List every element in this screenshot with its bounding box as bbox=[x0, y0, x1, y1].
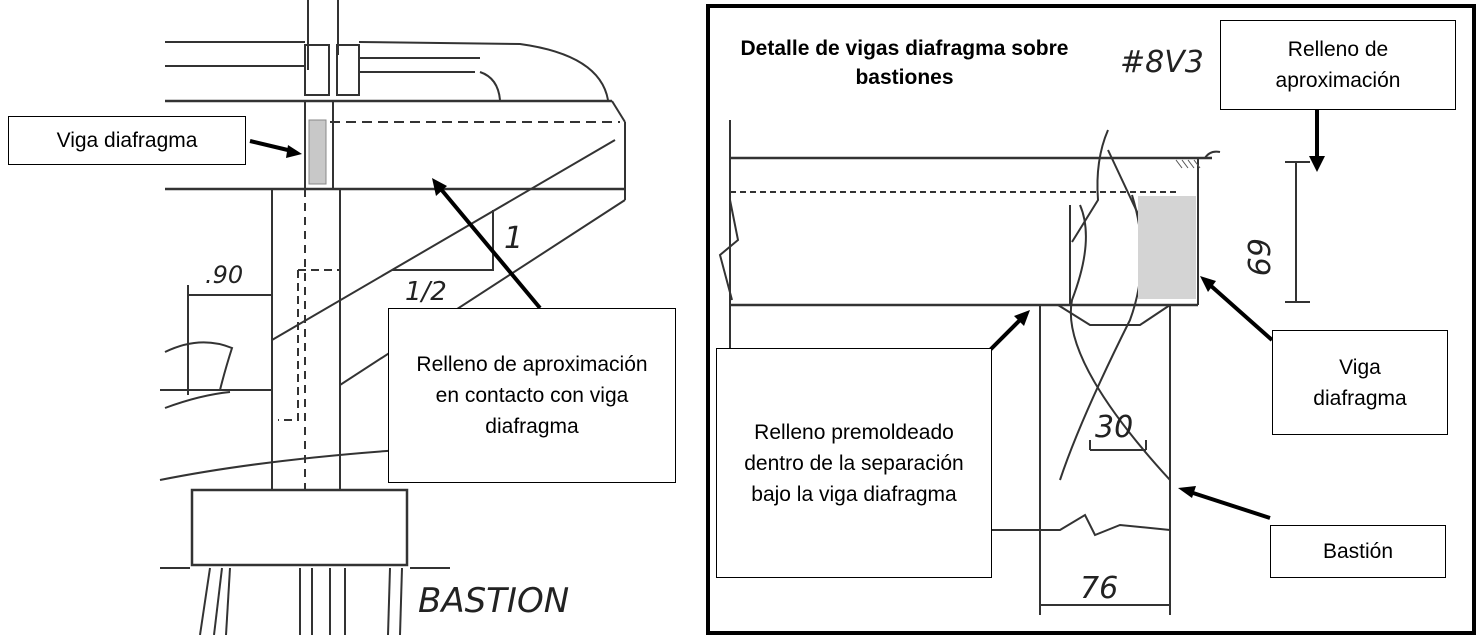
post-left bbox=[304, 44, 330, 96]
label-viga-diafragma-right: Viga diafragma bbox=[1272, 330, 1448, 435]
arrow-viga bbox=[249, 139, 293, 153]
detail-frame bbox=[706, 4, 1476, 635]
dim-30-label: 30 bbox=[1095, 410, 1133, 445]
label-viga-diafragma-left: Viga diafragma bbox=[8, 116, 246, 165]
detail-title: Detalle de vigas diafragma sobre bastion… bbox=[740, 37, 1069, 89]
label-relleno-contacto: Relleno de aproximación en contacto con … bbox=[388, 308, 676, 483]
post-right bbox=[336, 44, 360, 96]
dim-90-label: .90 bbox=[205, 261, 243, 289]
dim-69-label: 69 bbox=[1240, 238, 1275, 276]
slope-1-label: 1 bbox=[504, 221, 523, 256]
label-relleno-aproximacion: Relleno de aproximación bbox=[1220, 20, 1456, 110]
bar-mark-label: #8V3 bbox=[1120, 45, 1204, 80]
arrow-viga-right bbox=[1208, 283, 1274, 342]
dim-76-label: 76 bbox=[1080, 571, 1118, 606]
slope-15-label: 1/2 bbox=[405, 277, 447, 307]
bastion-handwritten: BASTION bbox=[418, 581, 569, 621]
label-bastion: Bastión bbox=[1270, 525, 1446, 578]
right-drawing-panel: #8V3 69 30 76 Detalle de vigas diafragma… bbox=[700, 0, 1478, 635]
left-drawing-panel: .90 1 1/2 BASTION Viga diafragma Relleno… bbox=[0, 0, 700, 635]
diaphragm-highlight-right bbox=[1138, 196, 1196, 299]
top-curve bbox=[358, 41, 609, 101]
label-relleno-premoldeado: Relleno premoldeado dentro de la separac… bbox=[716, 348, 992, 578]
right-sketch: #8V3 69 30 76 bbox=[706, 4, 1476, 635]
diaphragm-highlight bbox=[308, 119, 327, 185]
arrow-relleno-premoldeado bbox=[988, 316, 1024, 352]
left-sketch: .90 1 1/2 BASTION bbox=[159, 0, 641, 635]
arrow-bastion bbox=[1189, 490, 1271, 520]
arrow-relleno bbox=[438, 186, 542, 310]
